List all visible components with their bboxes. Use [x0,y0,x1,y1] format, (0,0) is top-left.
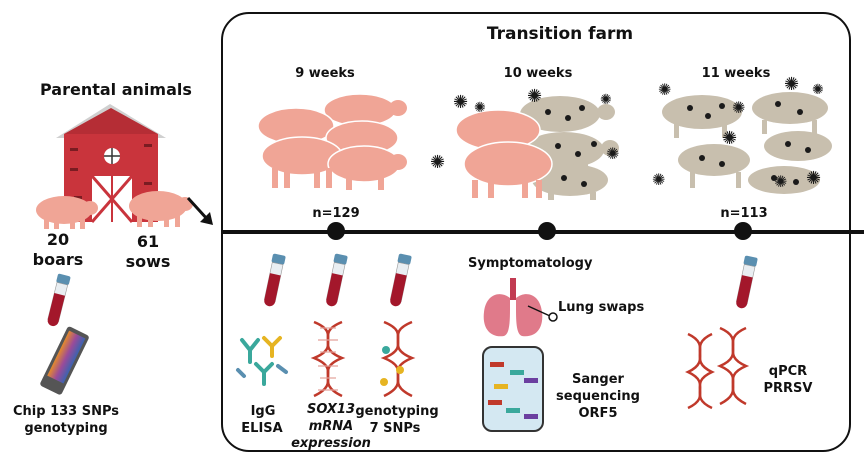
blood-tube-icon [264,253,286,307]
virus-icon: ✺ [474,100,486,116]
blood-tube-icon [47,273,71,327]
symptomatology-label: Symptomatology [468,256,593,271]
genotyping-label-line2: 7 SNPs [369,421,421,436]
virus-icon: ✺ [812,82,824,98]
stage-label-10-weeks: 10 weeks [503,66,573,81]
sox13-label-line1: SOX13 [306,402,356,417]
igg-label-line1: IgG [250,404,276,419]
parental-animals-title: Parental animals [40,80,192,99]
sanger-label-line2: sequencing [556,389,640,404]
transition-farm-title: Transition farm [486,24,634,44]
virus-icon: ✺ [606,144,620,163]
chip-label-line1: Chip 133 SNPs [12,404,120,419]
chip-label-line2: genotyping [24,421,108,436]
qpcr-label-line2: PRRSV [763,381,813,396]
blood-tube-icon [390,253,412,307]
blood-tube-icon [736,255,758,309]
virus-icon: ✺ [600,92,612,108]
sanger-label-line3: ORF5 [578,406,618,421]
virus-icon: ✺ [430,152,446,173]
virus-icon: ✺ [658,80,672,99]
virus-icon: ✺ [652,170,666,189]
boars-count: 20 [46,230,70,249]
timeline-dot-11-weeks [734,222,752,240]
antibody-icon [236,336,288,386]
dna-helix-icon [685,326,750,410]
sanger-label-line1: Sanger [572,372,624,387]
infected-pig-group [662,92,832,194]
sample-size-first: n=129 [312,206,360,221]
sox13-label-line2: mRNA [308,419,354,434]
virus-icon: ✺ [774,172,788,191]
lung-swaps-label: Lung swaps [558,300,645,315]
stage-label-9-weeks: 9 weeks [295,66,355,81]
sequencing-gel [482,346,544,432]
boar-pig-icon [36,196,98,229]
sample-size-last: n=113 [720,206,768,221]
igg-label-line2: ELISA [241,421,283,436]
boars-label: boars [32,250,84,269]
dna-helix-icon [310,320,346,398]
mixed-pig-group [455,96,619,200]
lungs-icon [483,278,543,337]
dna-helix-icon [380,320,416,398]
virus-icon: ✺ [732,98,746,117]
virus-icon: ✺ [784,74,800,95]
sows-label: sows [125,252,171,271]
blood-tube-icon [326,253,348,307]
sox13-label-line3: expression [291,436,371,451]
genotyping-label-line1: genotyping [355,404,439,419]
virus-icon: ✺ [722,128,738,149]
arrow-right-icon [186,196,213,225]
virus-icon: ✺ [453,92,469,113]
sow-pig-icon [129,191,193,227]
timeline-dot-10-weeks [538,222,556,240]
lung-swab-pointer [527,305,558,322]
virus-icon: ✺ [527,86,543,107]
stage-label-11-weeks: 11 weeks [701,66,771,81]
sows-count: 61 [136,232,160,251]
snp-chip-icon [40,326,89,395]
virus-icon: ✺ [806,168,822,189]
timeline-dot-9-weeks [327,222,345,240]
qpcr-label-line1: qPCR [768,364,808,379]
healthy-pig-group [257,93,407,190]
